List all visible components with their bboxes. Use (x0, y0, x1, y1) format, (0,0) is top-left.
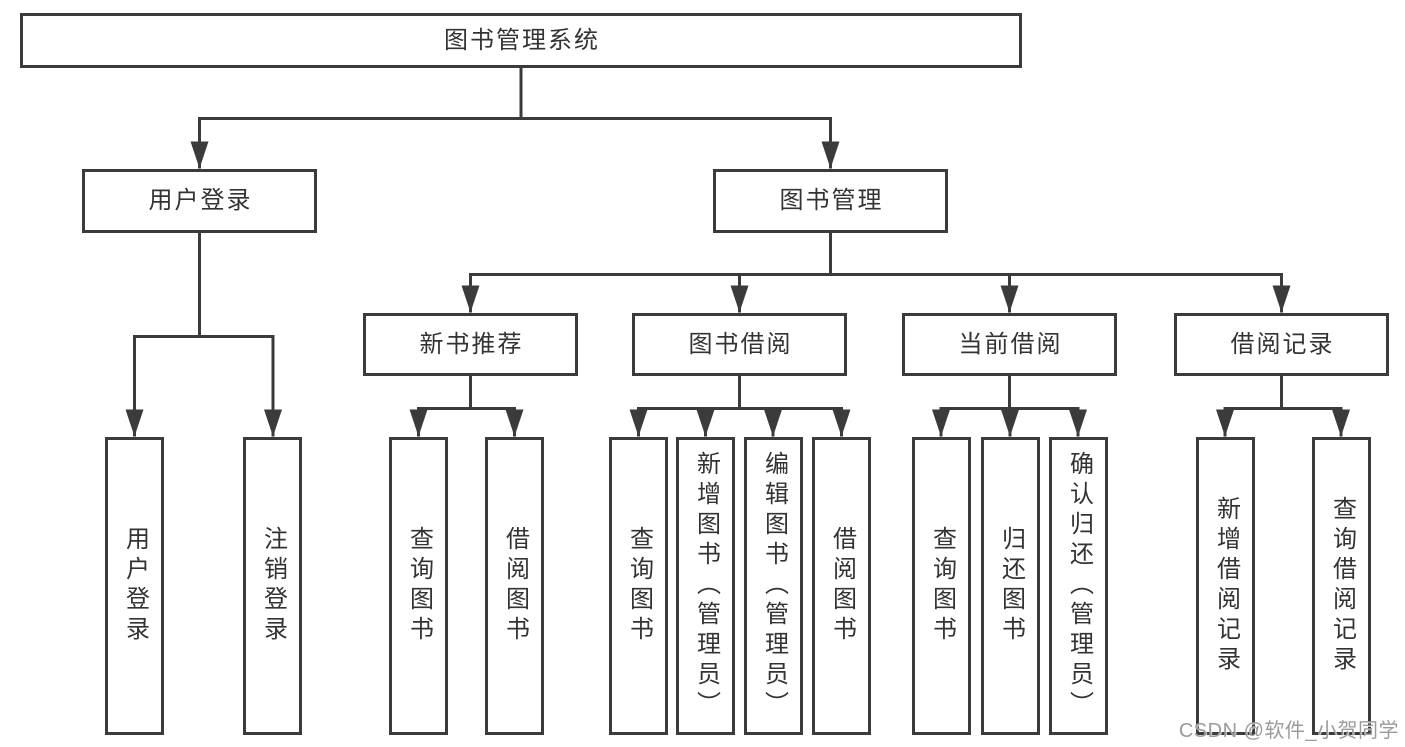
node-book-borrow: 图书借阅 (632, 313, 847, 376)
node-bb-borrow-books: 借阅图书 (812, 437, 871, 735)
node-nb-query-books: 查询图书 (389, 437, 448, 735)
trunk-borrow-record (1223, 374, 1343, 410)
trunk-book-borrow (637, 374, 843, 410)
node-bb-add-books-admin: 新增图书（管理员） (676, 437, 735, 735)
node-cb-query-books: 查询图书 (912, 437, 971, 735)
node-cb-confirm-return-admin: 确认归还（管理员） (1049, 437, 1108, 735)
node-book-management: 图书管理 (713, 169, 948, 233)
trunk-user-login (133, 231, 275, 338)
node-user-login-leaf: 用户登录 (105, 437, 164, 735)
trunk-current-borrow (939, 374, 1080, 410)
node-bb-edit-books-admin: 编辑图书（管理员） (744, 437, 803, 735)
node-cb-return-books: 归还图书 (981, 437, 1040, 735)
trunk-book-management (469, 231, 1283, 276)
node-logout-leaf: 注销登录 (243, 437, 302, 735)
node-br-query-record: 查询借阅记录 (1312, 437, 1371, 735)
node-bb-query-books: 查询图书 (609, 437, 668, 735)
node-root: 图书管理系统 (20, 13, 1022, 68)
trunk-root (198, 66, 832, 120)
node-new-book-recommend: 新书推荐 (363, 313, 578, 376)
node-nb-borrow-books: 借阅图书 (485, 437, 544, 735)
node-br-add-record: 新增借阅记录 (1196, 437, 1255, 735)
node-current-borrow: 当前借阅 (902, 313, 1117, 376)
watermark: CSDN @软件_小贺同学 (1178, 720, 1399, 742)
node-user-login: 用户登录 (82, 169, 317, 233)
trunk-new-book-recommend (417, 374, 516, 410)
node-borrow-record: 借阅记录 (1174, 313, 1389, 376)
